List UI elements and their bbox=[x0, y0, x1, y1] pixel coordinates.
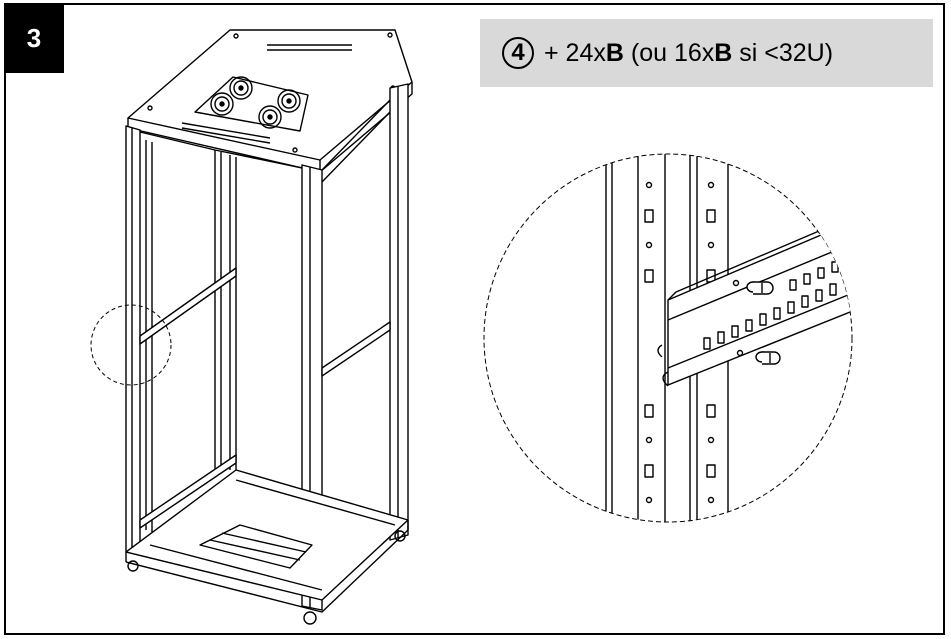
instr-middle: (ou 16x bbox=[623, 38, 715, 67]
rack-cabinet bbox=[90, 29, 413, 625]
instr-prefix: + 24x bbox=[544, 38, 606, 67]
detail-zoom-outline bbox=[483, 153, 853, 523]
instruction-box: 4 + 24xB (ou 16xB si <32U) bbox=[480, 19, 933, 87]
fan-plate bbox=[194, 76, 309, 132]
item-ref-number: 4 bbox=[511, 39, 525, 66]
item-ref-circle: 4 bbox=[502, 37, 534, 69]
caster-front-right bbox=[303, 611, 317, 625]
fan-units bbox=[210, 76, 301, 129]
front-left-post bbox=[125, 125, 141, 556]
screw-upper bbox=[746, 281, 774, 295]
rail-slots bbox=[703, 261, 839, 350]
detail-callout-marker bbox=[90, 304, 172, 386]
caster-front-left bbox=[127, 560, 139, 572]
step-number-badge: 3 bbox=[4, 3, 64, 73]
instr-part: B bbox=[605, 38, 624, 67]
screw-lower bbox=[755, 351, 781, 365]
rail-holes-left bbox=[644, 181, 654, 504]
step-number: 3 bbox=[26, 22, 42, 53]
rear-right-post bbox=[389, 83, 409, 541]
rail-holes-right bbox=[706, 181, 716, 504]
caster-rear-right bbox=[394, 530, 406, 542]
instruction-text: + 24xB (ou 16xB si <32U) bbox=[544, 39, 833, 68]
instr-suffix: si <32U) bbox=[732, 38, 834, 67]
detail-zoom bbox=[483, 153, 853, 523]
instr-part2: B bbox=[714, 38, 733, 67]
